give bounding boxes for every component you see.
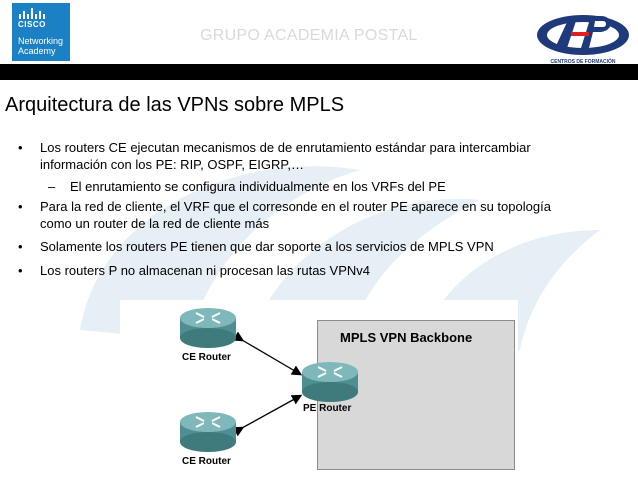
sub-bullet-text: El enrutamiento se configura individualm… (70, 179, 446, 194)
networking-label: Networking (18, 36, 64, 46)
slide-title: Arquitectura de las VPNs sobre MPLS (5, 94, 345, 116)
diagram-links (232, 331, 303, 437)
bullet-text: Para la red de cliente, el VRF que el co… (40, 198, 625, 232)
router-icon (302, 362, 358, 402)
sub-bullet-marker: – (48, 179, 56, 194)
mpls-vpn-diagram: MPLS VPN Backbone CE Router PE Router (120, 300, 518, 470)
bullet-marker: • (18, 199, 23, 214)
cisco-networking-academy-logo: CISCO Networking Academy (12, 3, 70, 61)
bullet-line: Para la red de cliente, el VRF que el co… (40, 199, 551, 214)
centros-de-formacion-caption: CENTROS DE FORMACIÓN (550, 59, 616, 65)
ce-router-label: CE Router (182, 352, 231, 363)
bullet-marker: • (18, 263, 23, 278)
centros-de-formacion-logo (537, 15, 629, 55)
router-icon (180, 412, 236, 452)
ce-router-label: CE Router (182, 456, 231, 467)
bullet-line: Los routers CE ejecutan mecanismos de de… (40, 140, 531, 155)
backbone-label: MPLS VPN Backbone (340, 330, 473, 345)
pe-router-label: PE Router (303, 403, 352, 414)
bullet-line: como un router de la red de cliente más (40, 216, 270, 231)
cisco-bars-icon (19, 8, 45, 19)
link-ce1-pe (232, 331, 303, 376)
bullet-text: Los routers P no almacenan ni procesan l… (40, 263, 370, 278)
bullet-text: Solamente los routers PE tienen que dar … (40, 239, 494, 254)
bullet-marker: • (18, 140, 23, 155)
bullet-text: Los routers CE ejecutan mecanismos de de… (40, 139, 625, 173)
bullet-line: información con los PE: RIP, OSPF, EIGRP… (40, 157, 304, 172)
bullet-marker: • (18, 239, 23, 254)
networking-academy-label: Networking Academy (18, 36, 63, 56)
header-title: GRUPO ACADEMIA POSTAL (200, 27, 418, 44)
header-band (0, 64, 638, 80)
cisco-wordmark: CISCO (18, 20, 46, 29)
slide-header: CISCO Networking Academy GRUPO ACADEMIA … (0, 0, 638, 82)
link-ce2-pe (232, 394, 303, 437)
academy-label: Academy (18, 46, 56, 56)
router-icon (180, 308, 236, 348)
